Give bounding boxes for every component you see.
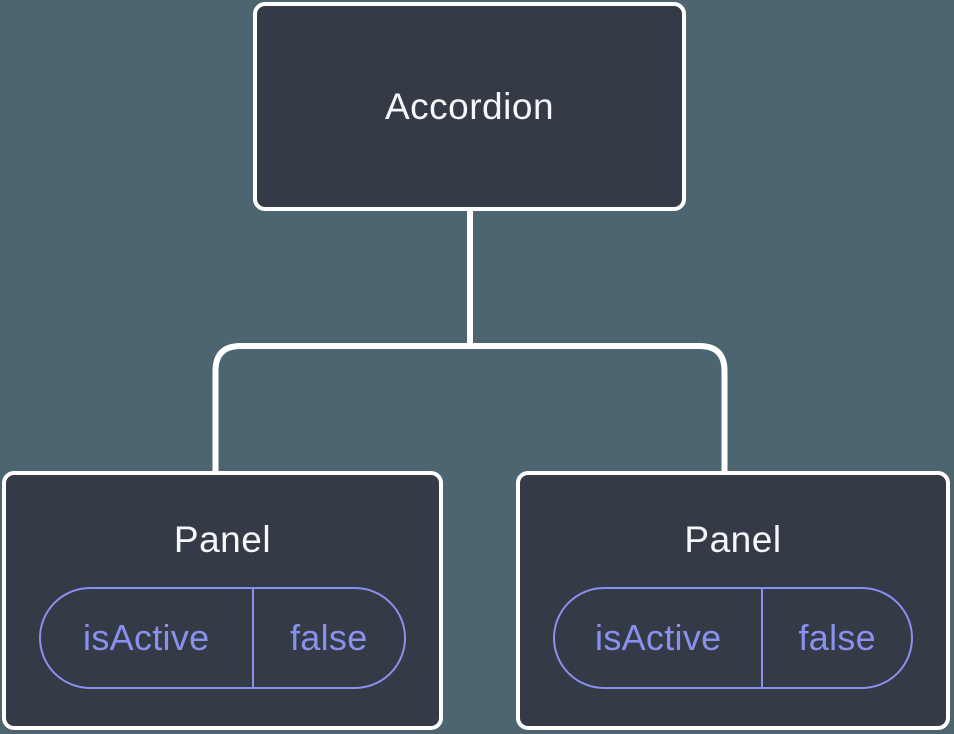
branch-connector-line <box>212 343 728 473</box>
panel-node-label: Panel <box>173 519 272 560</box>
panel-node-right: Panel isActive false <box>516 471 950 730</box>
panel-node-label: Panel <box>684 519 782 560</box>
state-pill: isActive false <box>553 587 913 690</box>
accordion-node-label: Accordion <box>384 85 555 127</box>
state-pill: isActive false <box>39 587 406 690</box>
state-prop-value: false <box>289 617 368 659</box>
state-prop-name: isActive <box>555 589 764 688</box>
panel-node-left: Panel isActive false <box>2 471 443 730</box>
accordion-node: Accordion <box>253 2 686 211</box>
state-prop-name: isActive <box>41 589 254 688</box>
state-prop-value: false <box>798 617 876 659</box>
